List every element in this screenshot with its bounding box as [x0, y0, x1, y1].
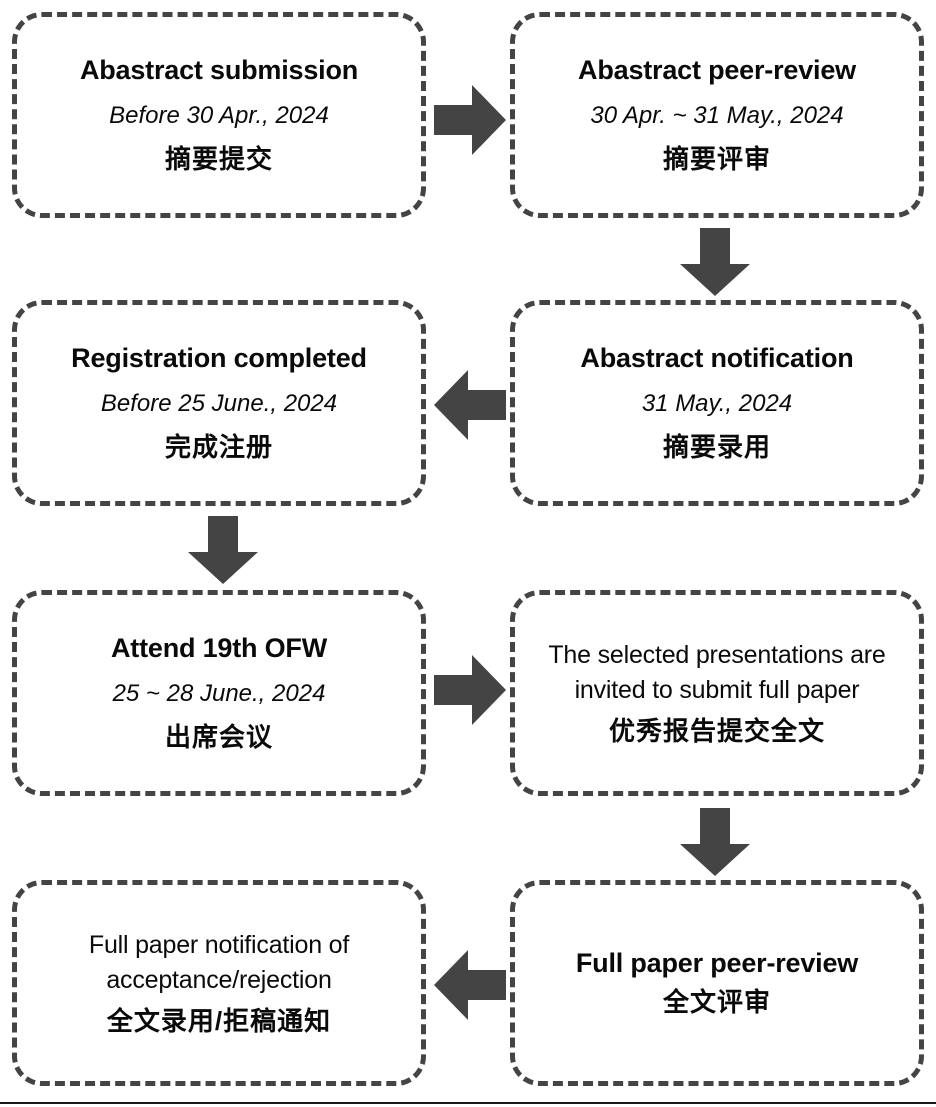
box-title: Registration completed [71, 343, 367, 374]
box-date: Before 25 June., 2024 [100, 389, 338, 417]
box-date: Before 30 Apr., 2024 [109, 101, 329, 129]
arrow-left-icon-7 [434, 950, 506, 1020]
box-date: 31 May., 2024 [641, 389, 793, 417]
flow-box-registration-completed[interactable]: Registration completed Before 25 June., … [12, 300, 426, 506]
flow-box-full-paper-peer-review[interactable]: Full paper peer-review 全文评审 [510, 880, 924, 1086]
arrow-down-icon-6 [680, 808, 750, 876]
box-title: Abastract notification [580, 343, 854, 374]
flow-box-invite-full-paper[interactable]: The selected presentations are invited t… [510, 590, 924, 796]
box-title: Abastract peer-review [578, 55, 856, 86]
box-title: Full paper peer-review [575, 947, 859, 978]
box-date: 30 Apr. ~ 31 May., 2024 [590, 101, 844, 129]
box-chinese-label: 摘要录用 [662, 431, 771, 462]
box-chinese-label: 全文录用/拒稿通知 [106, 1005, 332, 1036]
box-chinese-label: 出席会议 [164, 721, 273, 752]
arrow-down-icon-2 [680, 228, 750, 296]
box-chinese-label: 摘要提交 [164, 143, 273, 174]
flow-box-abstract-submission[interactable]: Abastract submission Before 30 Apr., 202… [12, 12, 426, 218]
box-chinese-label: 全文评审 [662, 987, 771, 1018]
arrow-right-icon-5 [434, 655, 506, 725]
arrow-down-icon-4 [188, 516, 258, 584]
arrow-left-icon-3 [434, 370, 506, 440]
arrow-right-icon-1 [434, 85, 506, 155]
box-chinese-label: 完成注册 [164, 431, 273, 462]
box-date: 25 ~ 28 June., 2024 [112, 679, 326, 707]
flow-box-full-paper-notification[interactable]: Full paper notification of acceptance/re… [12, 880, 426, 1086]
box-title: The selected presentations are invited t… [548, 640, 886, 705]
box-chinese-label: 优秀报告提交全文 [608, 715, 825, 746]
box-chinese-label: 摘要评审 [662, 143, 771, 174]
flow-box-attend-ofw[interactable]: Attend 19th OFW 25 ~ 28 June., 2024 出席会议 [12, 590, 426, 796]
box-title: Attend 19th OFW [111, 633, 327, 664]
flow-box-abstract-notification[interactable]: Abastract notification 31 May., 2024 摘要录… [510, 300, 924, 506]
box-title: Full paper notification of acceptance/re… [88, 930, 350, 995]
flow-box-abstract-peer-review[interactable]: Abastract peer-review 30 Apr. ~ 31 May.,… [510, 12, 924, 218]
box-title: Abastract submission [79, 55, 359, 86]
bottom-divider [0, 1102, 936, 1104]
